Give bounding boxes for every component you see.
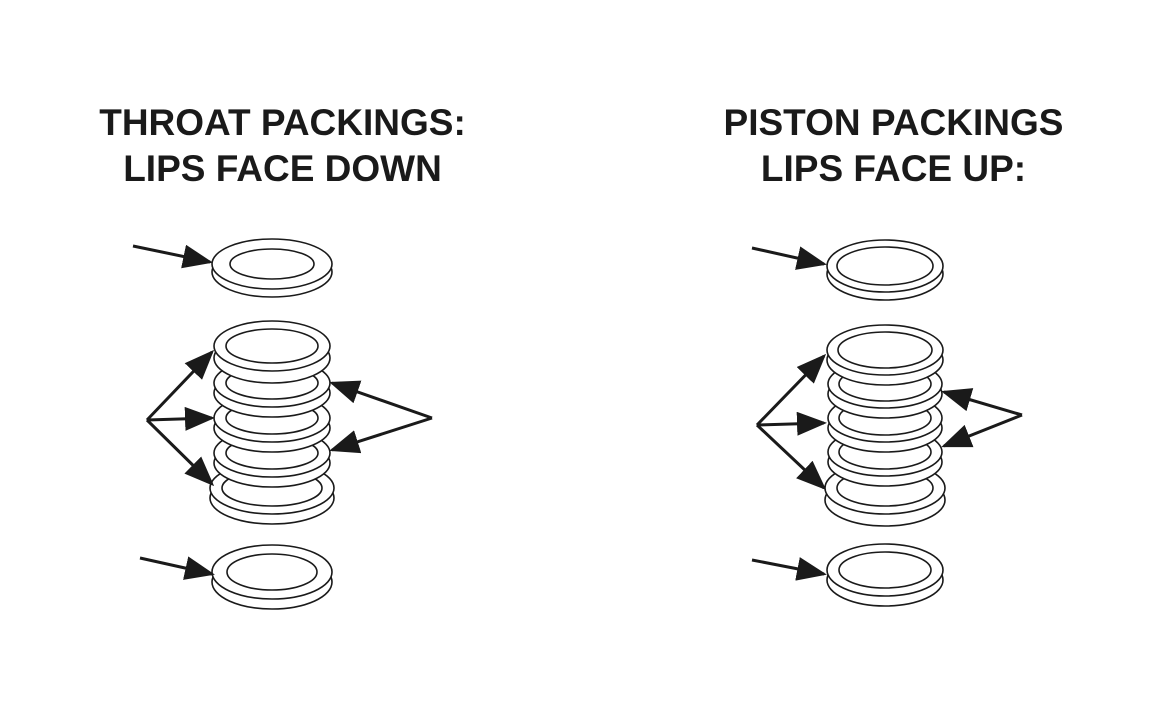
piston-arrows — [751, 246, 1023, 581]
piston-bottom-adapter-ring — [826, 543, 944, 607]
arrow-icon — [132, 244, 213, 269]
throat-arrows — [132, 244, 433, 580]
throat-top-adapter-ring — [211, 238, 333, 298]
piston-title-line-1: PISTON PACKINGS — [723, 102, 1064, 143]
arrow-icon — [145, 349, 215, 422]
arrow-icon — [145, 418, 215, 487]
throat-bottom-adapter-ring — [211, 544, 333, 610]
arrow-icon — [146, 406, 215, 431]
arrow-icon — [751, 557, 827, 581]
arrow-icon — [329, 380, 433, 420]
arrow-icon — [751, 246, 827, 270]
arrow-icon — [756, 411, 827, 436]
arrow-icon — [329, 416, 433, 454]
arrow-icon — [139, 556, 215, 580]
throat-packing-stack — [209, 238, 335, 610]
arrow-icon — [755, 423, 827, 491]
piston-packing-stack — [824, 239, 946, 607]
throat-packings-panel: THROAT PACKINGS: LIPS FACE DOWN — [0, 100, 575, 192]
arrow-icon — [941, 413, 1023, 448]
piston-packings-panel: PISTON PACKINGS LIPS FACE UP: — [585, 0, 1170, 708]
throat-v-packing-1 — [213, 320, 331, 384]
arrow-icon — [941, 388, 1023, 417]
throat-packings-title: THROAT PACKINGS: LIPS FACE DOWN — [0, 100, 575, 192]
piston-title-line-2: LIPS FACE UP: — [760, 148, 1027, 189]
piston-packings-title: PISTON PACKINGS LIPS FACE UP: — [601, 100, 1170, 192]
piston-v-packing-1 — [826, 324, 944, 386]
throat-title-line-1: THROAT PACKINGS: — [99, 102, 466, 143]
arrow-icon — [755, 353, 827, 427]
piston-top-adapter-ring — [826, 239, 944, 301]
throat-title-line-2: LIPS FACE DOWN — [123, 148, 442, 189]
